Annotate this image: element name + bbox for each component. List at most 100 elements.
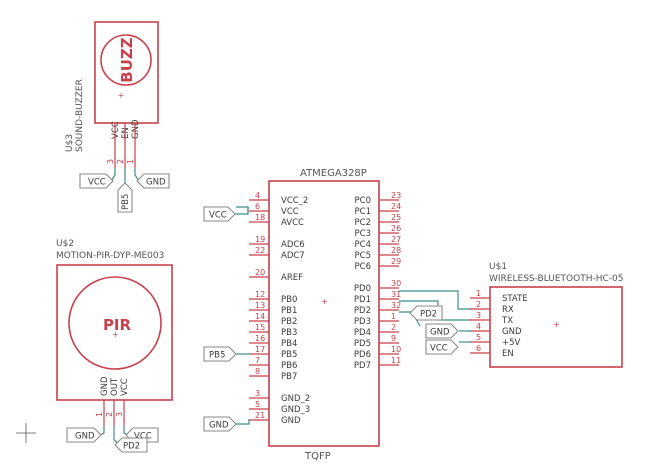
atmega-pin-number: 8	[255, 367, 260, 376]
bluetooth-name: U$1	[489, 262, 507, 272]
atmega-pin-name: VCC	[281, 207, 299, 217]
atmega-pin-number: 20	[255, 268, 265, 277]
net-label-gnd[interactable]: GND	[136, 173, 170, 189]
atmega-pin-number: 6	[255, 202, 260, 211]
net-label-pb5[interactable]: PB5	[203, 346, 237, 362]
atmega-pin-number: 13	[255, 301, 265, 310]
atmega-pin-number: 3	[255, 389, 260, 398]
atmega-pin-name: PB5	[281, 350, 297, 360]
atmega-pin-number: 24	[391, 202, 401, 211]
net-label-gnd[interactable]: GND	[203, 416, 237, 432]
atmega-pin-number: 17	[255, 345, 265, 354]
bluetooth-pin-number: 5	[476, 333, 481, 342]
svg-text:PD2: PD2	[123, 442, 140, 452]
atmega-pin-name: ADC6	[281, 240, 305, 250]
net-label-vcc[interactable]: VCC	[79, 173, 114, 189]
pir-value: MOTION-PIR-DYP-ME003	[56, 251, 164, 261]
buzzer-wire-gnd	[134, 168, 140, 182]
net-label-vcc[interactable]: VCC	[203, 206, 236, 222]
buzzer-name: U$3	[65, 134, 75, 152]
svg-text:VCC: VCC	[134, 432, 152, 442]
buzzer-plus-mark: +	[118, 91, 125, 100]
atmega-pin-number: 18	[255, 213, 265, 222]
bluetooth-value: WIRELESS-BLUETOOTH-HC-05	[489, 274, 624, 284]
atmega-pin-number: 1	[391, 312, 396, 321]
atmega-pin-name: PB0	[281, 295, 297, 305]
atmega-pin-name: PD1	[354, 295, 371, 305]
bluetooth-pin-number: 6	[476, 344, 481, 353]
atmega-pin-name: GND_3	[281, 405, 310, 415]
svg-text:GND: GND	[75, 432, 95, 442]
net-label-pd2[interactable]: PD2	[409, 305, 443, 321]
atmega-pin-name: PC3	[355, 229, 371, 239]
atmega-wire-gnd	[236, 419, 250, 425]
atmega-component[interactable]: ATMEGA328P + TQFP 4VCC_26VCC18AVCC19ADC6…	[203, 168, 472, 462]
buzzer-pin-number: 1	[126, 159, 135, 164]
buzzer-value: SOUND-BUZZER	[75, 79, 85, 152]
svg-text:PB5: PB5	[121, 194, 131, 210]
atmega-pin-name: AREF	[281, 273, 303, 283]
atmega-pin-name: PD2	[354, 306, 371, 316]
atmega-pin-name: GND_2	[281, 394, 310, 404]
atmega-pin-name: PD3	[354, 317, 371, 327]
svg-text:GND: GND	[430, 328, 450, 338]
atmega-pin-number: 12	[255, 290, 265, 299]
atmega-pin-number: 4	[255, 191, 260, 200]
net-label-gnd[interactable]: GND	[425, 323, 459, 339]
atmega-pin-number: 16	[255, 334, 265, 343]
bluetooth-component[interactable]: U$1 WIRELESS-BLUETOOTH-HC-05 + 1STATE2RX…	[425, 262, 624, 368]
atmega-pin-number: 25	[391, 213, 401, 222]
pir-pin-name: OUT	[110, 377, 120, 396]
buzzer-pin-name: VCC	[111, 121, 121, 139]
net-label-gnd[interactable]: GND	[66, 427, 102, 443]
atmega-pin-name: PC6	[355, 262, 371, 272]
atmega-body	[268, 180, 380, 447]
pir-component[interactable]: U$2 MOTION-PIR-DYP-ME003 PIR + GND OUT V…	[56, 239, 173, 453]
net-label-vcc[interactable]: VCC	[425, 339, 459, 355]
pir-plus-mark: +	[112, 330, 119, 339]
svg-text:PB5: PB5	[209, 351, 225, 361]
crosshair-cursor-icon	[16, 423, 36, 443]
svg-text:GND: GND	[209, 421, 229, 431]
bluetooth-center-mark: +	[553, 320, 560, 329]
atmega-pin-number: 15	[255, 323, 265, 332]
atmega-pin-number: 32	[391, 301, 401, 310]
svg-text:PD2: PD2	[420, 310, 437, 320]
atmega-pin-name: PC0	[355, 196, 371, 206]
atmega-pin-name: PD0	[354, 284, 371, 294]
pir-pin-number: 3	[115, 412, 124, 417]
atmega-pin-name: PC2	[355, 218, 371, 228]
bluetooth-body	[489, 286, 623, 368]
atmega-pin-number: 14	[255, 312, 265, 321]
atmega-pin-name: PC1	[355, 207, 371, 217]
buzzer-symbol-text: BUZZ	[118, 37, 136, 82]
atmega-wire-pd0-rx	[399, 290, 472, 310]
net-label-pd2[interactable]: PD2	[114, 437, 148, 453]
bluetooth-pin-name: GND	[502, 327, 522, 337]
bluetooth-pin-number: 2	[476, 300, 481, 309]
atmega-pin-number: 23	[391, 191, 401, 200]
svg-text:VCC: VCC	[88, 178, 106, 188]
net-label-pb5[interactable]: PB5	[117, 182, 133, 213]
atmega-pin-number: 11	[391, 356, 401, 365]
pir-pin-name: GND	[100, 376, 110, 396]
atmega-pin-name: PD5	[354, 339, 371, 349]
atmega-left-pins: 4VCC_26VCC18AVCC19ADC622ADC720AREF12PB01…	[249, 191, 310, 426]
atmega-title: ATMEGA328P	[300, 168, 367, 179]
bluetooth-pin-name: RX	[502, 305, 514, 315]
bluetooth-pin-number: 1	[476, 289, 481, 298]
atmega-pin-name: GND	[281, 416, 301, 426]
buzzer-component[interactable]: BUZZ + U$3 SOUND-BUZZER VCC EN GND 3 2 1…	[65, 21, 170, 213]
bluetooth-pin-number: 4	[476, 322, 481, 331]
atmega-pin-name: PC4	[355, 240, 371, 250]
atmega-pin-number: 26	[391, 224, 401, 233]
atmega-center-mark: +	[321, 297, 328, 306]
atmega-pin-name: PC5	[355, 251, 371, 261]
atmega-pin-number: 30	[391, 279, 401, 288]
bluetooth-pin-name: EN	[502, 349, 514, 359]
atmega-pin-number: 7	[255, 356, 260, 365]
atmega-pin-name: PB1	[281, 306, 297, 316]
bluetooth-pin-name: TX	[501, 316, 513, 326]
